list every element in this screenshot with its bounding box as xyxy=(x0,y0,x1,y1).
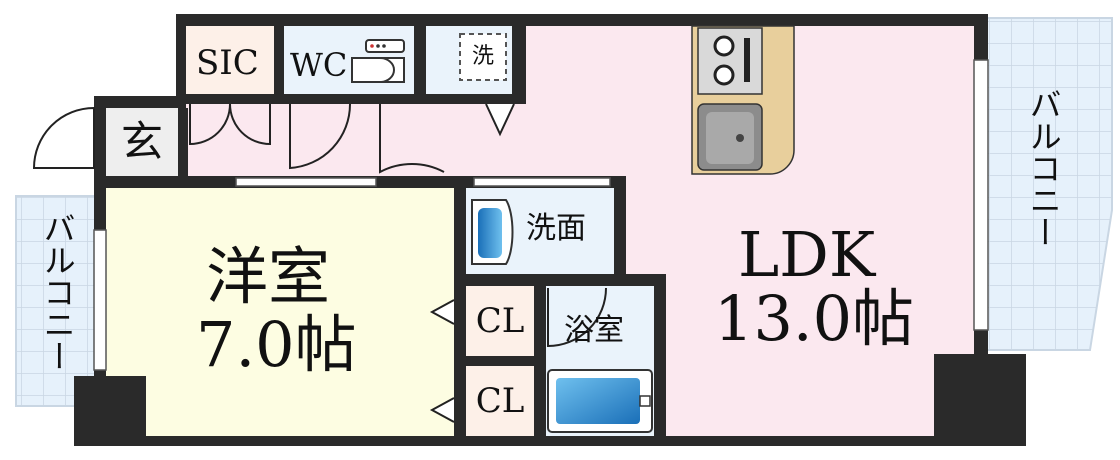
balcony-right-label: バルコニー xyxy=(1024,88,1063,248)
bath-label: 浴室 xyxy=(564,313,624,348)
stove-burner-icon xyxy=(713,35,735,86)
ldk-lower-floor xyxy=(666,176,934,436)
sink-drain-icon xyxy=(736,134,744,142)
hall-door xyxy=(379,104,445,174)
western-room-size: 7.0帖 xyxy=(196,308,357,381)
ldk-size: 13.0帖 xyxy=(714,282,915,355)
wash-basin-bowl xyxy=(478,208,502,258)
closet-door-markers xyxy=(429,299,455,423)
toilet-icon xyxy=(351,39,405,83)
washroom-label: 洗面 xyxy=(526,211,586,246)
wc-door xyxy=(289,103,352,170)
sic-door xyxy=(189,103,271,146)
entrance-floor xyxy=(106,108,178,176)
ldk-name: LDK xyxy=(738,218,876,291)
closet-2-floor xyxy=(466,366,534,436)
stove-knobs xyxy=(744,38,750,82)
balcony-left xyxy=(15,195,99,407)
wc-label: WC xyxy=(290,46,348,84)
washer-box xyxy=(459,33,507,81)
windows xyxy=(93,59,989,371)
bathtub-water xyxy=(556,378,640,424)
kitchen-sink-basin xyxy=(706,112,754,164)
western-room-floor xyxy=(106,188,454,436)
hall-floor xyxy=(186,96,516,176)
balcony-left-label: バルコニー xyxy=(38,212,77,372)
western-room-name: 洋室 xyxy=(206,240,331,313)
sic-label: SIC xyxy=(196,43,259,83)
washer-drain-icon xyxy=(485,103,515,137)
closet-1-floor xyxy=(466,286,534,356)
washer-label: 洗 xyxy=(471,44,494,69)
entrance-door xyxy=(32,106,95,169)
sic-floor xyxy=(186,26,274,94)
entrance-label: 玄 xyxy=(120,117,163,166)
closet-2-label: CL xyxy=(475,381,525,421)
closet-1-label: CL xyxy=(475,301,525,341)
bath-faucet-icon xyxy=(639,395,651,407)
bath-door xyxy=(547,287,607,348)
ldk-floor-upper xyxy=(510,26,630,176)
